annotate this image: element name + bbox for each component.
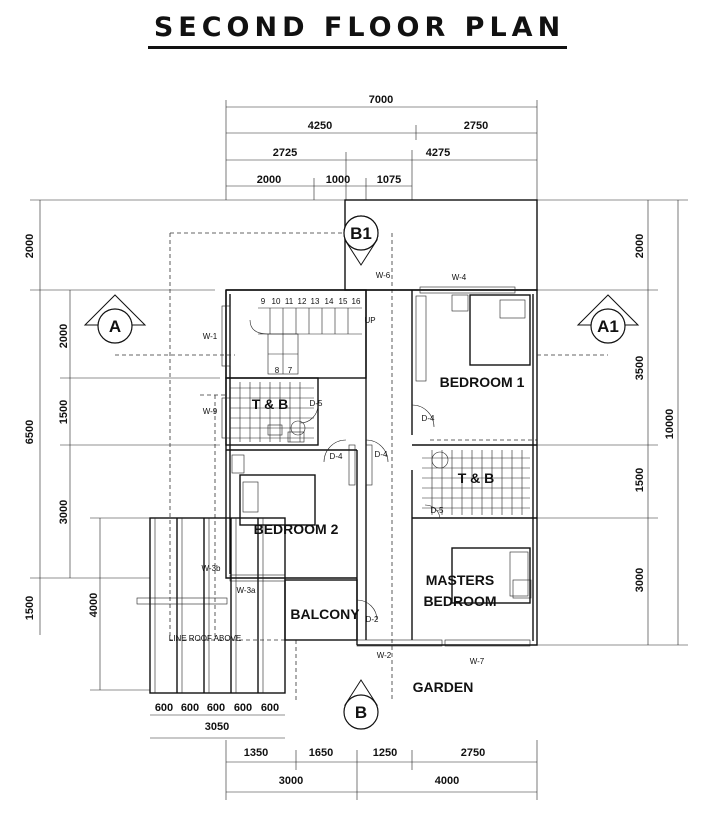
dim-top-2a: 4250 [308,120,332,132]
dim-total-width: 7000 [369,94,393,106]
dim-bottom-2b: 1650 [309,747,333,759]
stair-step-7: 7 [288,366,293,375]
tag-w4: W-4 [452,273,467,282]
dim-left-inner-2: 1500 [58,400,70,424]
section-marker-b: B [355,703,367,722]
room-balcony: BALCONY [290,606,360,622]
tag-d5-left: D-5 [310,399,323,408]
dim-bottom-2d: 2750 [461,747,485,759]
dim-left-outer-2: 6500 [24,420,36,444]
dim-top-4b: 1000 [326,174,350,186]
bottom-dimensions: 600 600 600 600 600 3050 1350 1650 1250 … [150,702,538,800]
dim-bottom-3b: 4000 [435,775,459,787]
dim-bottom-600-1: 600 [155,702,173,714]
section-marker-a: A [109,317,121,336]
furniture [231,294,532,604]
drawing-title-text: SECOND FLOOR PLAN [147,12,568,49]
room-master-line2: BEDROOM [423,593,496,609]
room-labels: BEDROOM 1 BEDROOM 2 T & B T & B MASTERS … [252,374,525,695]
tag-d4-corridor: D-4 [375,450,388,459]
stair-step-9: 9 [261,297,266,306]
drawing-title: SECOND FLOOR PLAN [0,12,715,49]
section-markers: A A1 B1 B [83,215,640,730]
stair-step-15: 15 [339,297,348,306]
stair-step-8: 8 [275,366,280,375]
door-swings [299,404,441,621]
tag-d4-bedroom1: D-4 [422,414,435,423]
section-marker-a1: A1 [597,317,619,336]
room-tb-left: T & B [252,396,289,412]
dim-bottom-600-3: 600 [207,702,225,714]
pergola-slats [136,517,286,694]
tag-w1: W-1 [203,332,218,341]
tag-d2: D-2 [366,615,379,624]
stair-step-13: 13 [311,297,320,306]
dim-left-outer-3: 1500 [24,596,36,620]
dim-right-outer: 10000 [664,409,676,440]
dim-top-3a: 2725 [273,147,297,159]
dim-top-4c: 1075 [377,174,401,186]
note-line-roof-above: LINE ROOF ABOVE [169,634,241,643]
dim-bottom-2c: 1250 [373,747,397,759]
dim-bottom-600-5: 600 [261,702,279,714]
stair-step-11: 11 [285,297,294,306]
tag-w6: W-6 [376,271,391,280]
stair-up-label: UP [364,316,375,325]
dim-right-inner-3: 1500 [634,468,646,492]
room-garden: GARDEN [413,679,474,695]
dim-top-4a: 2000 [257,174,281,186]
tag-w2: W-2 [377,651,392,660]
top-dimensions: 7000 4250 2750 2725 4275 2000 1000 1075 [225,94,538,200]
tag-w9: W-9 [203,407,218,416]
tag-d5-right: D-5 [431,506,444,515]
tag-w3b: W-3b [202,564,222,573]
stair-step-12: 12 [298,297,307,306]
stair-step-14: 14 [325,297,334,306]
room-bedroom-2: BEDROOM 2 [254,521,339,537]
room-tb-right: T & B [458,470,495,486]
room-bedroom-1: BEDROOM 1 [440,374,525,390]
dim-left-outer-1: 2000 [24,234,36,258]
toilet-tiles [230,382,530,515]
dim-top-2b: 2750 [464,120,488,132]
dim-bottom-3050: 3050 [205,721,229,733]
right-dimensions: 2000 3500 1500 3000 10000 [537,199,688,646]
dim-left-inner-3: 3000 [58,500,70,524]
section-marker-b1: B1 [350,224,372,243]
stair-step-10: 10 [272,297,281,306]
dim-right-inner-4: 3000 [634,568,646,592]
tag-w3a: W-3a [237,586,257,595]
dim-bottom-600-4: 600 [234,702,252,714]
dim-right-inner-1: 2000 [634,234,646,258]
opening-tags: W-1 W-9 W-3b W-3a W-6 W-4 W-2 W-7 D-2 D-… [169,271,485,666]
dim-bottom-600-2: 600 [181,702,199,714]
window-bars [221,286,531,647]
left-dimensions: 2000 6500 1500 2000 1500 3000 4000 [24,199,345,691]
staircase: 9 10 11 12 13 14 15 16 8 7 UP [249,297,376,375]
dim-top-3b: 4275 [426,147,450,159]
room-master-line1: MASTERS [426,572,494,588]
tag-d4-bedroom2: D-4 [330,452,343,461]
stair-step-16: 16 [352,297,361,306]
dim-bottom-3a: 3000 [279,775,303,787]
dim-bottom-2a: 1350 [244,747,268,759]
dim-left-inner-4: 4000 [88,593,100,617]
tag-w7: W-7 [470,657,485,666]
dim-right-inner-2: 3500 [634,356,646,380]
dim-left-inner-1: 2000 [58,324,70,348]
